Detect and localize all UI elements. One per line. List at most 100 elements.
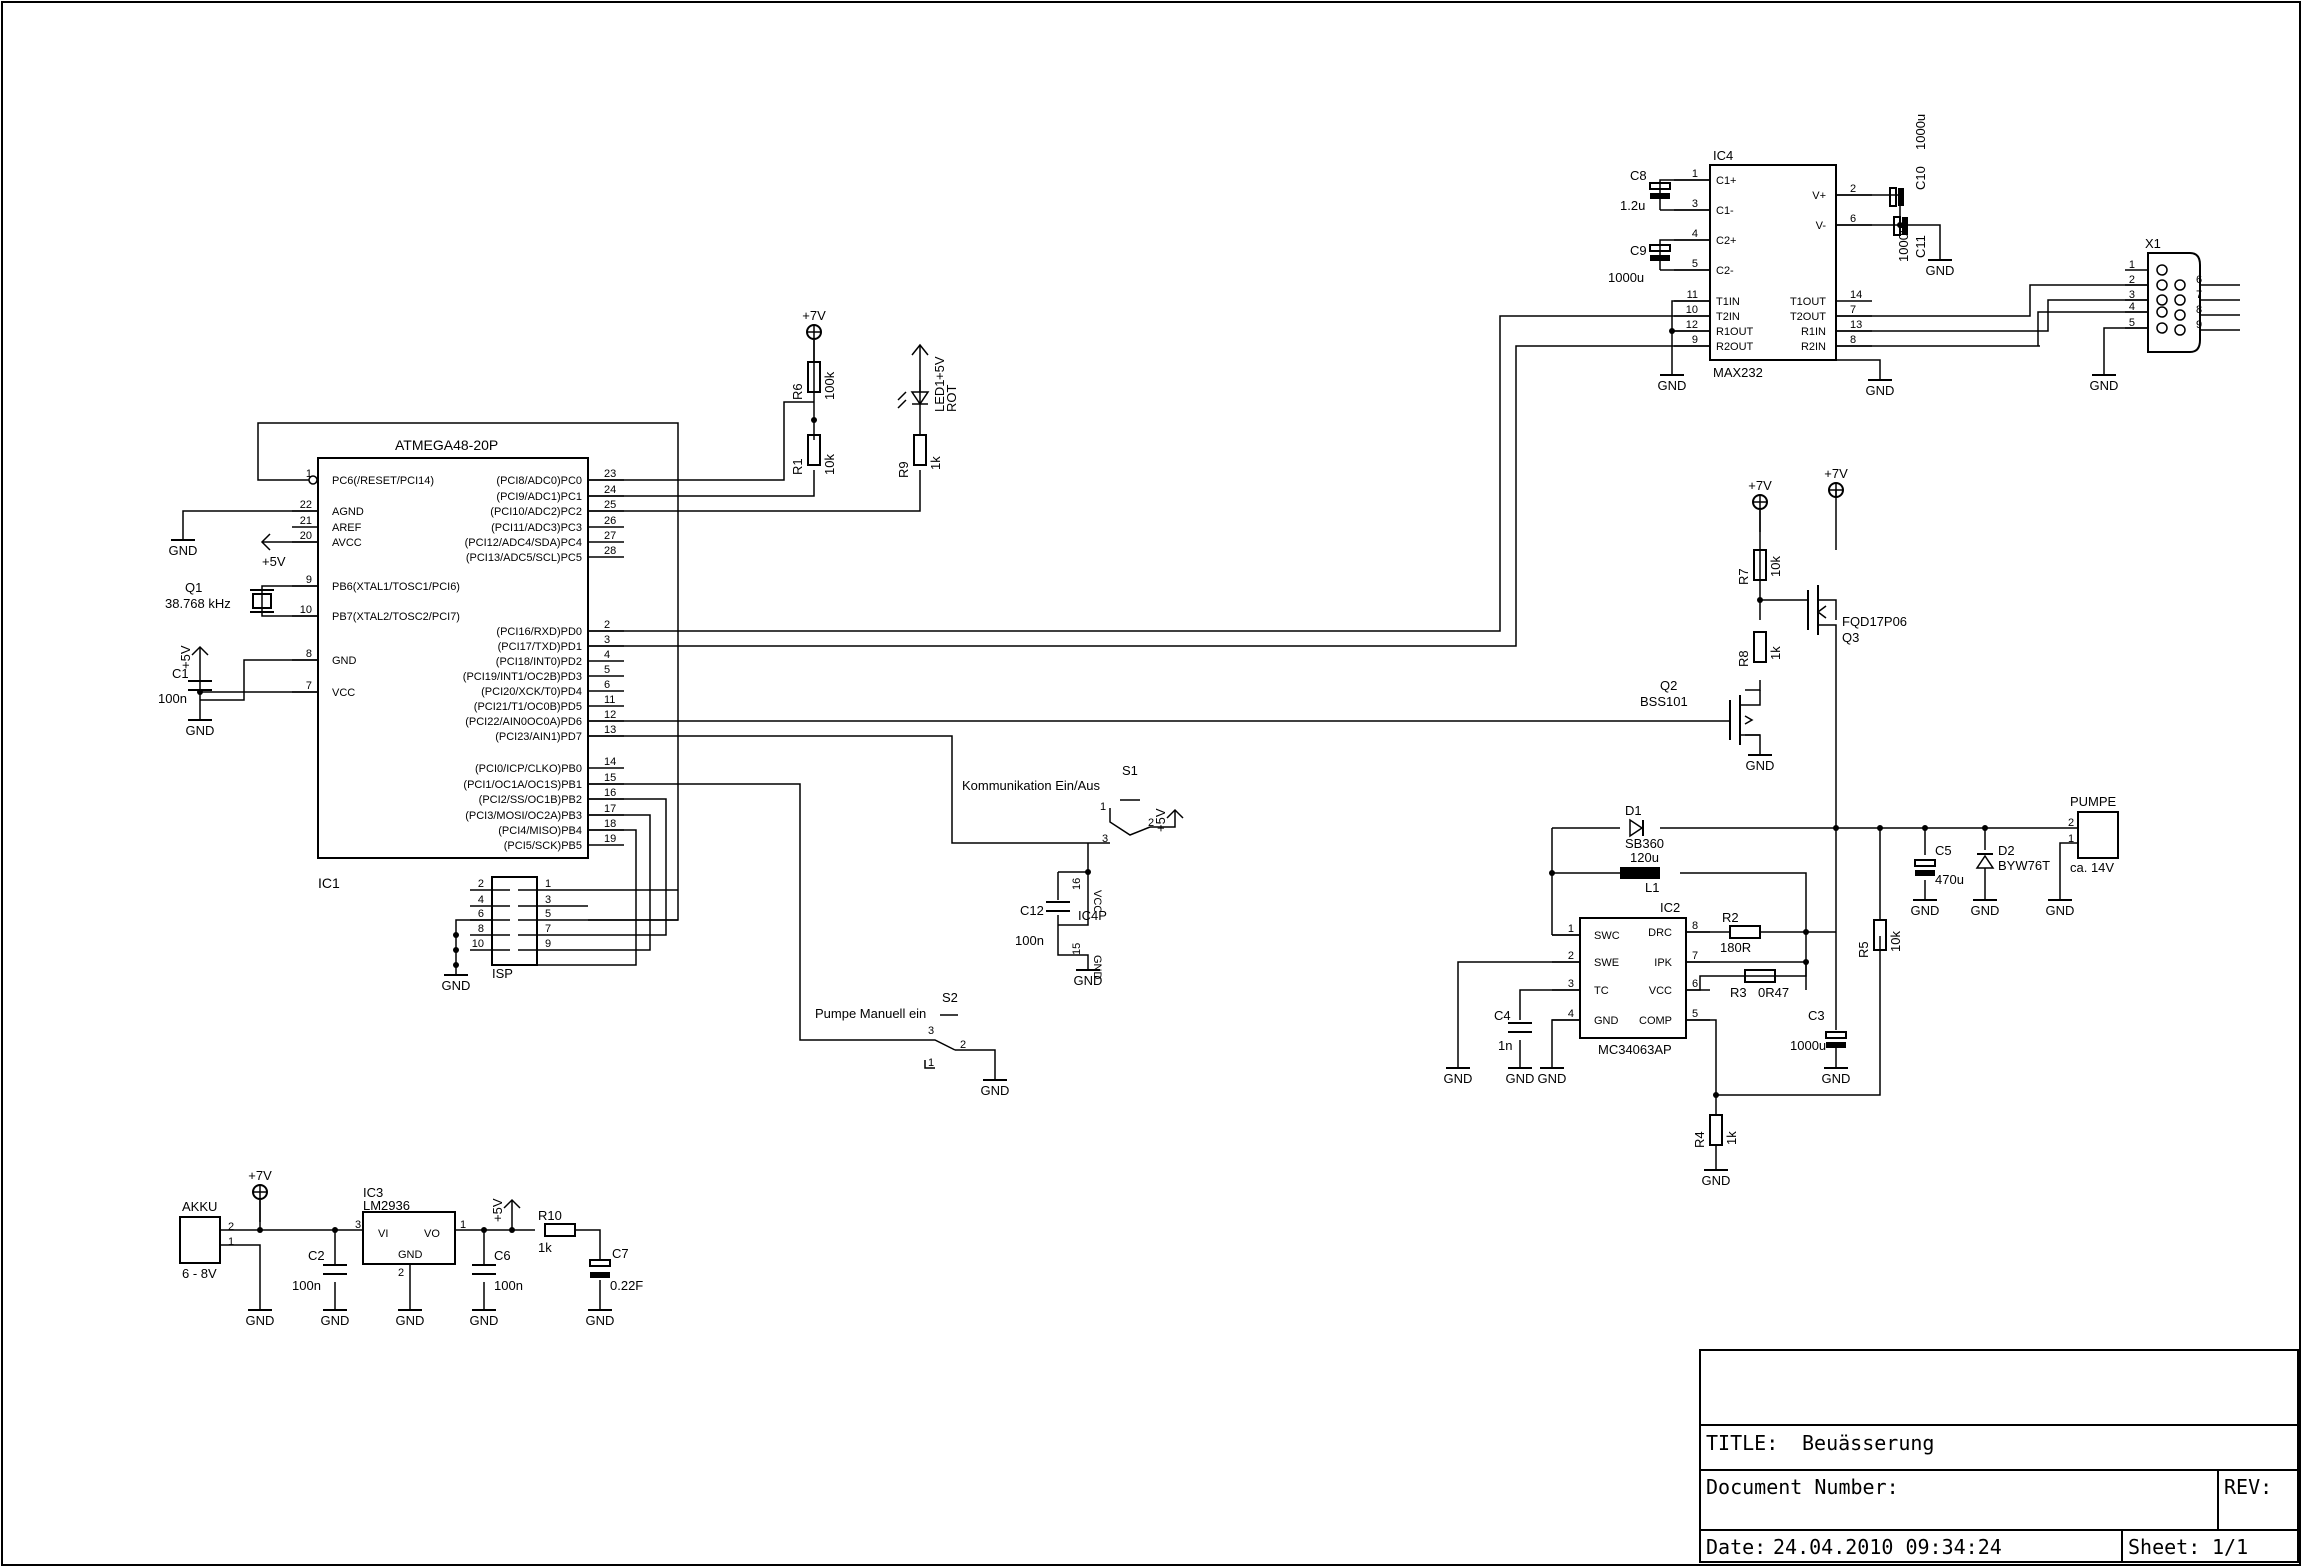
supply-5v-label: +5V (1153, 808, 1168, 832)
ic1-pin-name: (PCI23/AIN1)PD7 (495, 731, 582, 743)
ic4p-gnd: GND (1091, 955, 1103, 980)
q2-ref: Q2 (1660, 678, 1677, 693)
isp-pin-num: 10 (472, 938, 484, 950)
wires (182, 179, 2240, 1310)
c2-ref: C2 (308, 1248, 325, 1263)
ic2-pin-name: SWE (1594, 957, 1619, 969)
ic1-pin-name: VCC (332, 687, 355, 699)
ic4-pin-name: R1IN (1801, 326, 1826, 338)
c2-value: 100n (292, 1278, 321, 1293)
s1-pin2: 2 (1148, 817, 1154, 829)
resistor-r7: R7 10k (1736, 549, 1783, 585)
r1-value: 10k (822, 454, 837, 475)
ic4-pin-name: T1IN (1716, 296, 1740, 308)
ic1-pin-name: (PCI17/TXD)PD1 (498, 641, 582, 653)
r6-value: 100k (822, 371, 837, 400)
ic4-pin-name: C2+ (1716, 235, 1737, 247)
s2-pin1: 1 (928, 1057, 934, 1069)
ic1-pin-name: (PCI0/ICP/CLKO)PB0 (475, 763, 582, 775)
ic1-pin-name: (PCI22/AIN0OC0A)PD6 (465, 716, 582, 728)
ic1-pin-name: PC6(/RESET/PCI14) (332, 475, 434, 487)
gnd-label: GND (396, 1313, 425, 1328)
resistor-r10: R10 1k (538, 1208, 576, 1255)
d1-ref: D1 (1625, 803, 1642, 818)
ic1-pin-num: 6 (604, 679, 610, 691)
akku-ref: AKKU (182, 1199, 217, 1214)
ic1-value: ATMEGA48-20P (395, 437, 498, 453)
ic4-pin-name: R1OUT (1716, 326, 1754, 338)
ic4p-ref: IC4P (1078, 908, 1107, 923)
akku-connector: AKKU 6 - 8V 2 1 (179, 1199, 234, 1281)
q2-value: BSS101 (1640, 694, 1688, 709)
ic1-pin-num: 2 (604, 619, 610, 631)
title-label: TITLE: (1706, 1431, 1778, 1455)
ic4-pin-name: T2OUT (1790, 311, 1826, 323)
ic4-pin-name: T2IN (1716, 311, 1740, 323)
gnd-label: GND (186, 723, 215, 738)
ic1-pin-num: 18 (604, 818, 616, 830)
ic4-ref: IC4 (1713, 148, 1733, 163)
ic4-value: MAX232 (1713, 365, 1763, 380)
x1-pin-num: 7 (2196, 289, 2202, 301)
x1-pin-num: 9 (2196, 319, 2202, 331)
supply-5v-arrow-icon (1166, 808, 1184, 819)
switch-s1: S1 Kommunikation Ein/Aus 1 2 3 (962, 763, 1154, 845)
ic1-pin-num: 27 (604, 530, 616, 542)
date-value: 24.04.2010 09:34:24 (1773, 1535, 2002, 1559)
ic1-pin-name: (PCI13/ADC5/SCL)PC5 (466, 552, 582, 564)
ic3-pin-gnd: 2 (398, 1267, 404, 1279)
ic1-pin-num: 17 (604, 803, 616, 815)
ic1-pin-num: 16 (604, 787, 616, 799)
ic4-pin-num: 8 (1850, 334, 1856, 346)
ic1-pin-name: AVCC (332, 537, 362, 549)
ic2-pin-num: 8 (1692, 920, 1698, 932)
r9-ref: R9 (896, 461, 911, 478)
q3-ref: Q3 (1842, 630, 1859, 645)
ic1-atmega48: ATMEGA48-20P IC1 PC6(/RESET/PCI14)1AGND2… (292, 437, 624, 891)
ic1-pin-name: GND (332, 655, 357, 667)
c6-ref: C6 (494, 1248, 511, 1263)
r5-value: 10k (1888, 931, 1903, 952)
s2-ref: S2 (942, 990, 958, 1005)
r9-value: 1k (928, 456, 943, 470)
c8-ref: C8 (1630, 168, 1647, 183)
isp-pin-num: 7 (545, 923, 551, 935)
ic1-left-pins: PC6(/RESET/PCI14)1AGND22AREF21AVCC20PB6(… (292, 468, 460, 699)
ic1-pin-num: 21 (300, 515, 312, 527)
c12-ref: C12 (1020, 903, 1044, 918)
s2-pin3: 3 (928, 1025, 934, 1037)
x1-contact (2174, 279, 2186, 291)
r7-value: 10k (1768, 556, 1783, 577)
c1-ref: C1 (172, 666, 189, 681)
ic4-pin-name: R2IN (1801, 341, 1826, 353)
capacitor-c12: C12 100n (1015, 901, 1070, 948)
ic1-pin-name: (PCI19/INT1/OC2B)PD3 (463, 671, 582, 683)
x1-contact (2156, 306, 2168, 318)
ic2-pin-name: GND (1594, 1015, 1619, 1027)
gnd-label: GND (1746, 758, 1775, 773)
gnd-label: GND (2090, 378, 2119, 393)
docnum-label: Document Number: (1706, 1475, 1899, 1499)
ic1-pin-num: 25 (604, 499, 616, 511)
r10-ref: R10 (538, 1208, 562, 1223)
isp-pin-num: 5 (545, 908, 551, 920)
d2-ref: D2 (1998, 843, 2015, 858)
ic4p-vcc: VCC (1091, 890, 1103, 913)
c4-value: 1n (1498, 1038, 1512, 1053)
ic4-pin-num: 5 (1692, 258, 1698, 270)
pumpe-connector: PUMPE ca. 14V 2 1 (2068, 794, 2119, 875)
ic1-pin-name: (PCI2/SS/OC1B)PB2 (479, 794, 582, 806)
ic3-lm2936: IC3 LM2936 VI VO GND 3 1 2 (355, 1185, 466, 1279)
ic4-pin-num: 7 (1850, 304, 1856, 316)
c7-ref: C7 (612, 1246, 629, 1261)
s1-pin1: 1 (1100, 801, 1106, 813)
ic1-pin-num: 13 (604, 724, 616, 736)
ic1-pin-num: 26 (604, 515, 616, 527)
gnd-label: GND (1074, 973, 1103, 988)
resistor-r3: R3 0R47 (1730, 969, 1789, 1000)
r7-ref: R7 (1736, 568, 1751, 585)
c3-value: 1000u (1790, 1038, 1826, 1053)
